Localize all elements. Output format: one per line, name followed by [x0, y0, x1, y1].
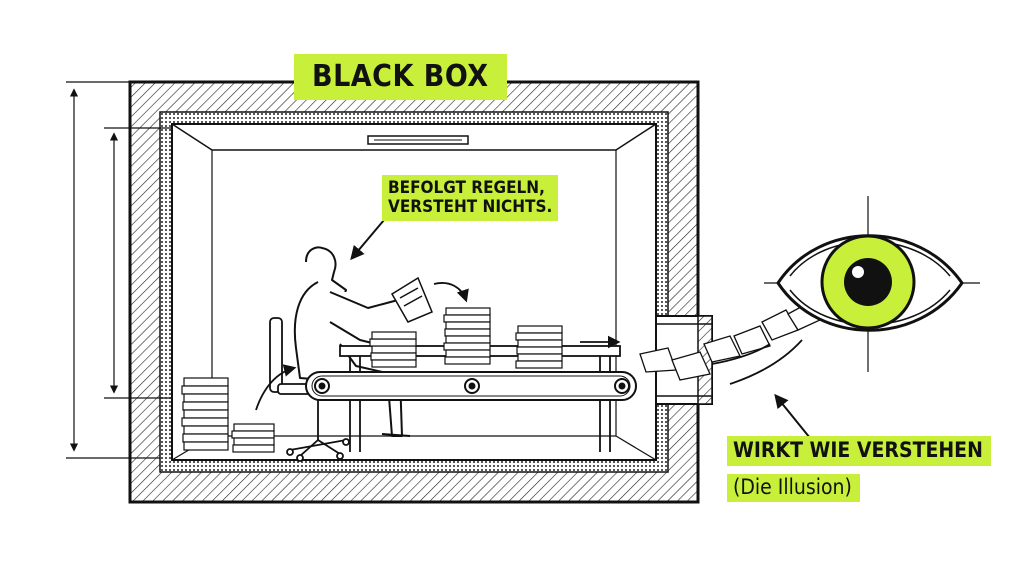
input-paper-stack [181, 377, 229, 451]
dimension-lines [66, 81, 172, 459]
conveyor-belt [305, 371, 637, 401]
title-label: BLACK BOX [294, 54, 507, 100]
rules-annotation-line-1: BEFOLGT REGELN, [388, 178, 545, 198]
desk-paper-stack-2 [443, 307, 491, 365]
person [293, 246, 411, 437]
rules-annotation: BEFOLGT REGELN, VERSTEHT NICHTS. [382, 175, 559, 222]
flow-arrows-inside [255, 282, 621, 411]
effect-annotation: WIRKT WIE VERSTEHEN [727, 436, 991, 466]
illusion-annotation: (Die Illusion) [727, 474, 860, 502]
desk-paper-stack-1 [369, 331, 417, 368]
output-motion-lines [711, 339, 803, 385]
desk-paper-stack-3 [515, 325, 563, 369]
rules-pointer-arrow [350, 219, 385, 261]
input-paper-stack-small [231, 423, 275, 453]
observer-eye-icon [764, 196, 980, 372]
rules-annotation-line-2: VERSTEHT NICHTS. [388, 197, 553, 218]
effect-pointer-arrow [774, 393, 811, 439]
held-paper [390, 276, 433, 323]
